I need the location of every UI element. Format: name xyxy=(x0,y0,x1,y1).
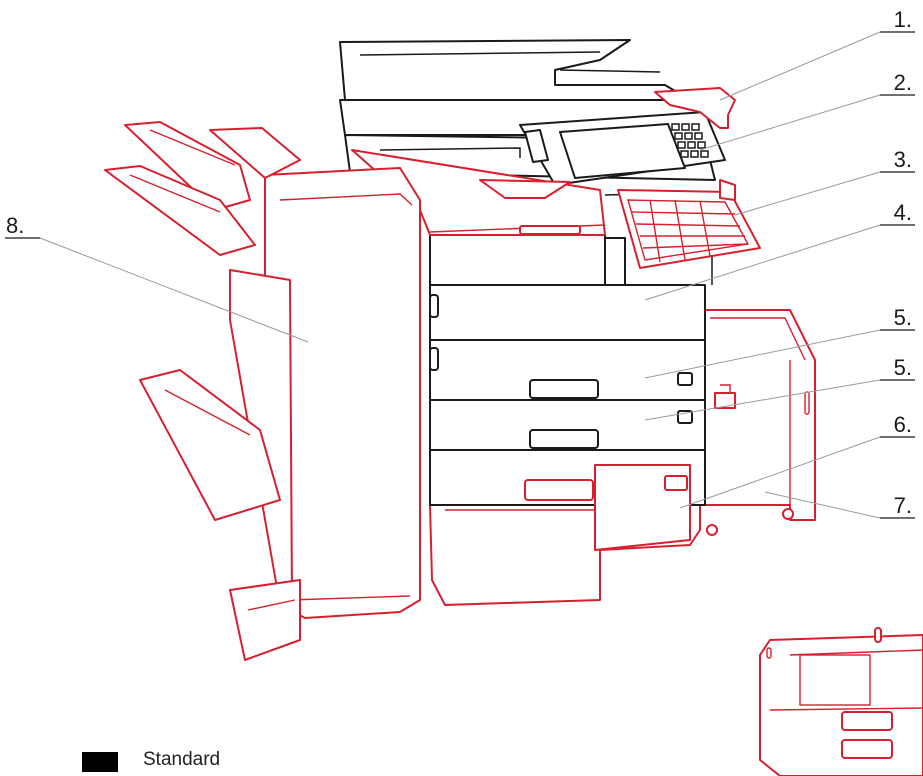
paper-feed-cabinet xyxy=(700,310,815,535)
callout-1-label: 1. xyxy=(882,8,912,32)
finisher-unit xyxy=(105,122,420,660)
callout-7-label: 7. xyxy=(882,494,912,518)
callout-5b-label: 5. xyxy=(882,356,912,380)
keyboard xyxy=(618,180,760,268)
callout-5a-label: 5. xyxy=(882,306,912,330)
callout-8-label: 8. xyxy=(6,214,36,238)
legend-standard-swatch xyxy=(82,752,118,772)
callout-3-label: 3. xyxy=(882,148,912,172)
legend-standard-label: Standard xyxy=(143,749,220,771)
optional-desk-unit xyxy=(760,628,923,776)
callout-4-label: 4. xyxy=(882,201,912,225)
callout-6-label: 6. xyxy=(882,413,912,437)
callout-2-label: 2. xyxy=(882,71,912,95)
